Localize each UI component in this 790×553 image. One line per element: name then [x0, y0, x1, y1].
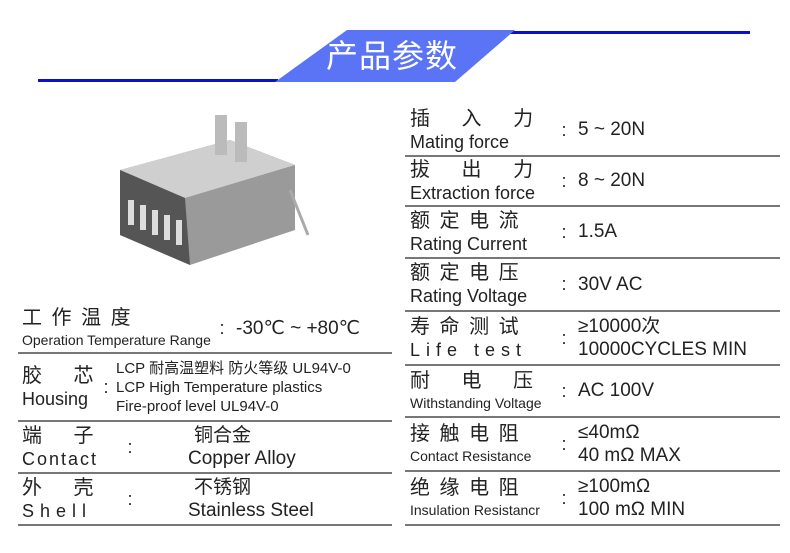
spec-value-line: ≥10000次: [578, 315, 661, 337]
spec-row: 接 触 电 阻 Contact Resistance : ≤40mΩ 40 mΩ…: [410, 418, 780, 469]
spec-label-en: Rating Current: [410, 233, 528, 254]
colon: :: [561, 487, 567, 508]
spec-label-cn: 耐 电 压: [410, 369, 536, 392]
divider: [405, 257, 780, 259]
spec-label-en: Insulation Resistancr: [410, 501, 540, 518]
spec-label-cn: 工 作 温 度: [22, 307, 133, 329]
spec-value: 1.5A: [578, 221, 618, 242]
spec-value-line: ≥100mΩ: [578, 475, 651, 497]
spec-label-cn: 接 触 电 阻: [410, 422, 521, 445]
spec-value: AC 100V: [578, 380, 655, 401]
divider: [18, 472, 392, 474]
header-rule-right: [505, 31, 750, 34]
colon: :: [127, 488, 133, 509]
divider: [405, 310, 780, 312]
header-rule-left: [38, 79, 278, 82]
spec-row: 绝 缘 电 阻 Insulation Resistancr : ≥100mΩ 1…: [410, 472, 780, 523]
spec-value: -30℃ ~ +80℃: [236, 317, 361, 339]
spec-label-cn: 插 入 力: [410, 107, 536, 130]
spec-label-cn: 寿 命 测 试: [410, 315, 521, 338]
connector-product-image: [120, 115, 310, 265]
spec-label-cn: 额 定 电 流: [410, 209, 521, 232]
spec-value: 8 ~ 20N: [578, 170, 646, 191]
spec-row-contact: 端 子 Contact : 铜合金 Copper Alloy: [22, 422, 392, 471]
spec-value-line: LCP High Temperature plastics: [116, 378, 323, 396]
spec-value-line: Fire-proof level UL94V-0: [116, 397, 279, 415]
spec-value: 30V AC: [578, 273, 643, 295]
spec-value-en: Copper Alloy: [188, 447, 296, 469]
spec-row: 耐 电 压 Withstanding Voltage : AC 100V: [410, 366, 780, 415]
spec-value-line: 10000CYCLES MIN: [578, 338, 747, 360]
divider: [405, 416, 780, 418]
spec-value-en: Stainless Steel: [188, 499, 314, 521]
divider: [405, 364, 780, 366]
spec-label-en: Contact Resistance: [410, 447, 532, 464]
spec-label-en: Rating Voltage: [410, 286, 528, 306]
spec-label-cn: 绝 缘 电 阻: [410, 476, 521, 499]
spec-value-line: LCP 耐高温塑料 防火等级 UL94V-0: [116, 359, 351, 377]
spec-row: 额 定 电 流 Rating Current : 1.5A: [410, 207, 780, 256]
spec-row: 插 入 力 Mating force : 5 ~ 20N: [410, 105, 780, 154]
colon: :: [561, 327, 567, 348]
colon: :: [561, 380, 567, 401]
spec-label-en: Operation Temperature Range: [22, 332, 211, 348]
colon: :: [561, 119, 567, 140]
spec-value-line: 40 mΩ MAX: [578, 444, 681, 466]
page-title: 产品参数: [326, 38, 459, 74]
spec-row-housing: 胶 芯 Housing : LCP 耐高温塑料 防火等级 UL94V-0 LCP…: [22, 355, 392, 419]
colon: :: [561, 170, 567, 191]
spec-label-en: Shell: [22, 500, 93, 521]
colon: :: [561, 221, 567, 242]
spec-label-en: Withstanding Voltage: [410, 394, 542, 411]
spec-label-en: Mating force: [410, 131, 510, 152]
spec-value-line: ≤40mΩ: [578, 421, 640, 443]
colon: :: [561, 433, 567, 454]
spec-label-cn: 胶 芯: [22, 365, 96, 387]
spec-row: 寿 命 测 试 Life test : ≥10000次 10000CYCLES …: [410, 312, 780, 363]
spec-row: 额 定 电 压 Rating Voltage : 30V AC: [410, 259, 780, 309]
spec-value-cn: 铜合金: [194, 424, 252, 446]
divider: [405, 205, 780, 207]
colon: :: [103, 377, 109, 397]
colon: :: [219, 318, 225, 338]
spec-value-cn: 不锈钢: [194, 476, 252, 498]
spec-label-en: Life test: [410, 339, 528, 360]
spec-label-cn: 额 定 电 压: [410, 262, 521, 284]
spec-label-cn: 端 子: [22, 424, 96, 447]
spec-row-temperature: 工 作 温 度 Operation Temperature Range : -3…: [22, 304, 392, 352]
spec-value-line: 100 mΩ MIN: [578, 498, 686, 520]
divider: [405, 470, 780, 472]
divider: [18, 420, 392, 422]
divider: [405, 155, 780, 157]
spec-row-shell: 外 壳 Shell : 不锈钢 Stainless Steel: [22, 474, 392, 523]
spec-row: 拔 出 力 Extraction force : 8 ~ 20N: [410, 157, 780, 204]
colon: :: [127, 436, 133, 457]
colon: :: [561, 274, 567, 294]
divider: [18, 524, 392, 526]
spec-label-cn: 拔 出 力: [410, 158, 536, 181]
spec-label-en: Contact: [22, 448, 99, 469]
divider: [18, 352, 392, 354]
spec-label-cn: 外 壳: [22, 476, 96, 499]
spec-label-en: Housing: [22, 389, 89, 409]
spec-value: 5 ~ 20N: [578, 119, 646, 140]
divider: [405, 524, 780, 526]
spec-label-en: Extraction force: [410, 182, 536, 203]
